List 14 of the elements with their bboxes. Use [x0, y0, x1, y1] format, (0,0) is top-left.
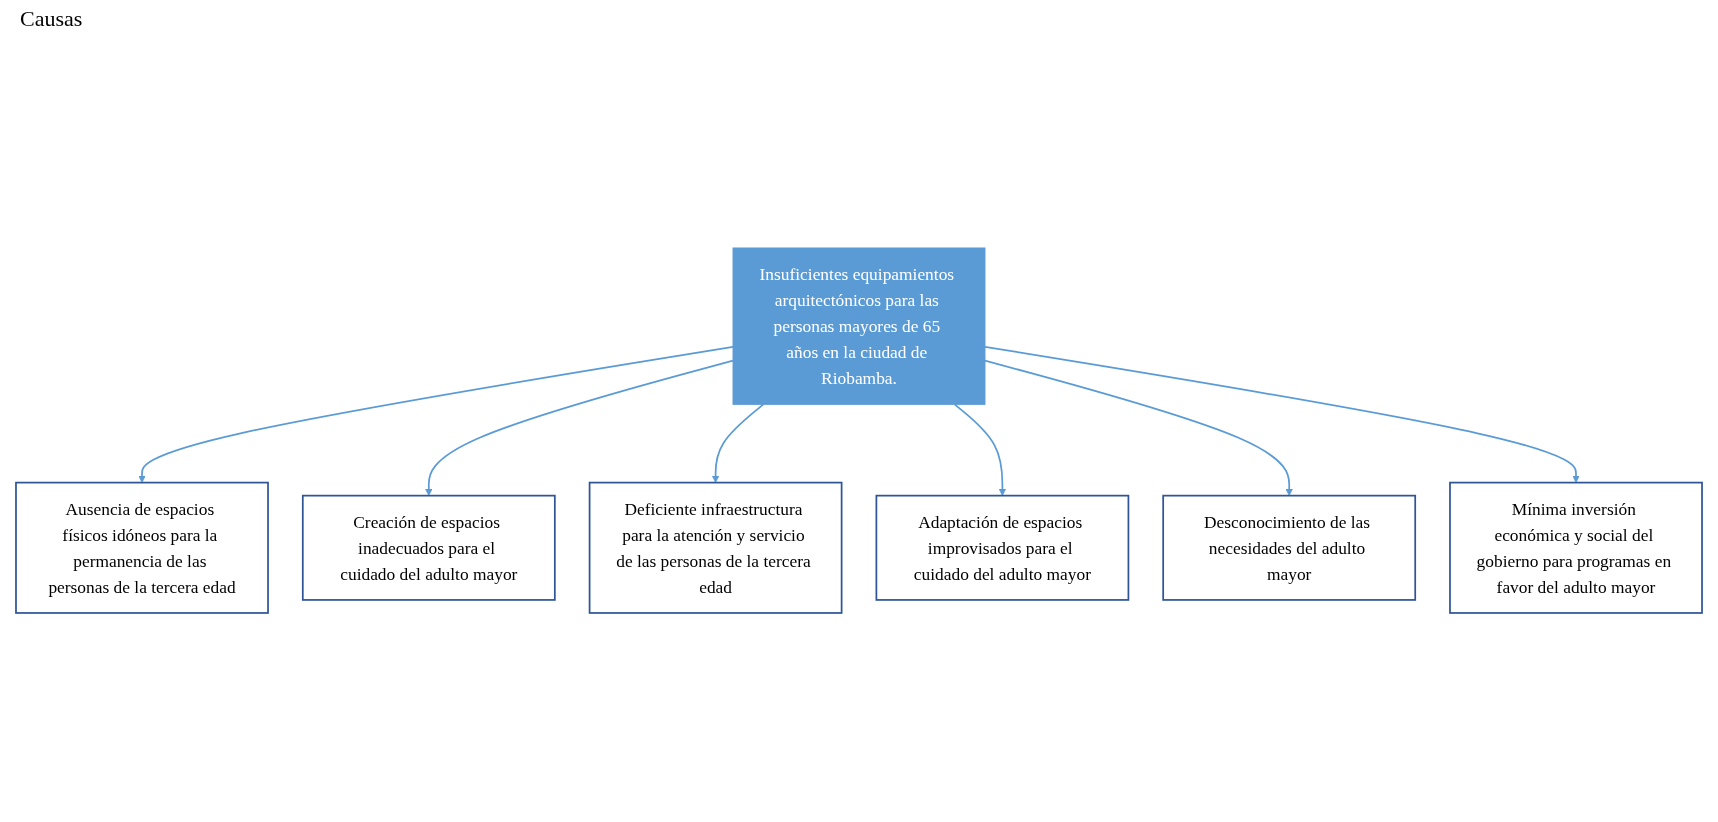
note-text: Causas	[20, 6, 83, 31]
node-box: Deficiente infraestructura para la atención y servicio de las personas de la tercera edad	[588, 481, 843, 614]
arrow	[425, 359, 734, 496]
arrow	[984, 359, 1293, 496]
arrow	[711, 403, 765, 483]
node-box: Adaptación de espacios improvisados para el cuidado del adulto mayor	[875, 494, 1130, 601]
node-box: Mínima inversión económica y social del gobierno para programas en favor del adulto mayor	[1449, 481, 1703, 614]
node-box: Insuficientes equipamientos arquitectónicos para las personas mayores de 65 años en la ciudad de Riobamba.	[732, 247, 986, 405]
arrow	[138, 345, 734, 483]
node-box: Ausencia de espacios físicos idóneos para la permanencia de las personas de la tercera edad	[15, 481, 269, 614]
node-box: Desconocimiento de las necesidades del adulto mayor	[1162, 494, 1417, 601]
arrow	[984, 345, 1580, 483]
node-box: Creación de espacios inadecuados para el cuidado del adulto mayor	[301, 494, 556, 601]
arrow	[953, 403, 1007, 496]
